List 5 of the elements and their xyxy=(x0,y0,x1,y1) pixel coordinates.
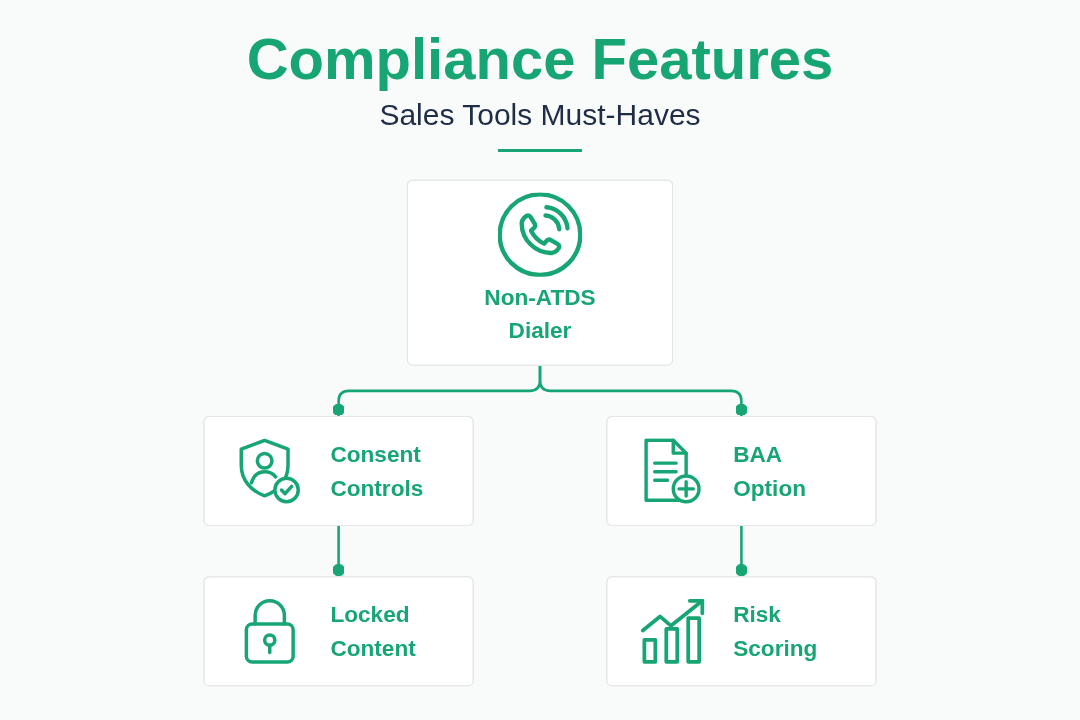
connector xyxy=(538,365,748,417)
title: Compliance Features xyxy=(246,26,834,93)
connector xyxy=(735,525,748,577)
subtitle: Sales Tools Must-Haves xyxy=(379,96,701,133)
connector xyxy=(332,525,345,577)
